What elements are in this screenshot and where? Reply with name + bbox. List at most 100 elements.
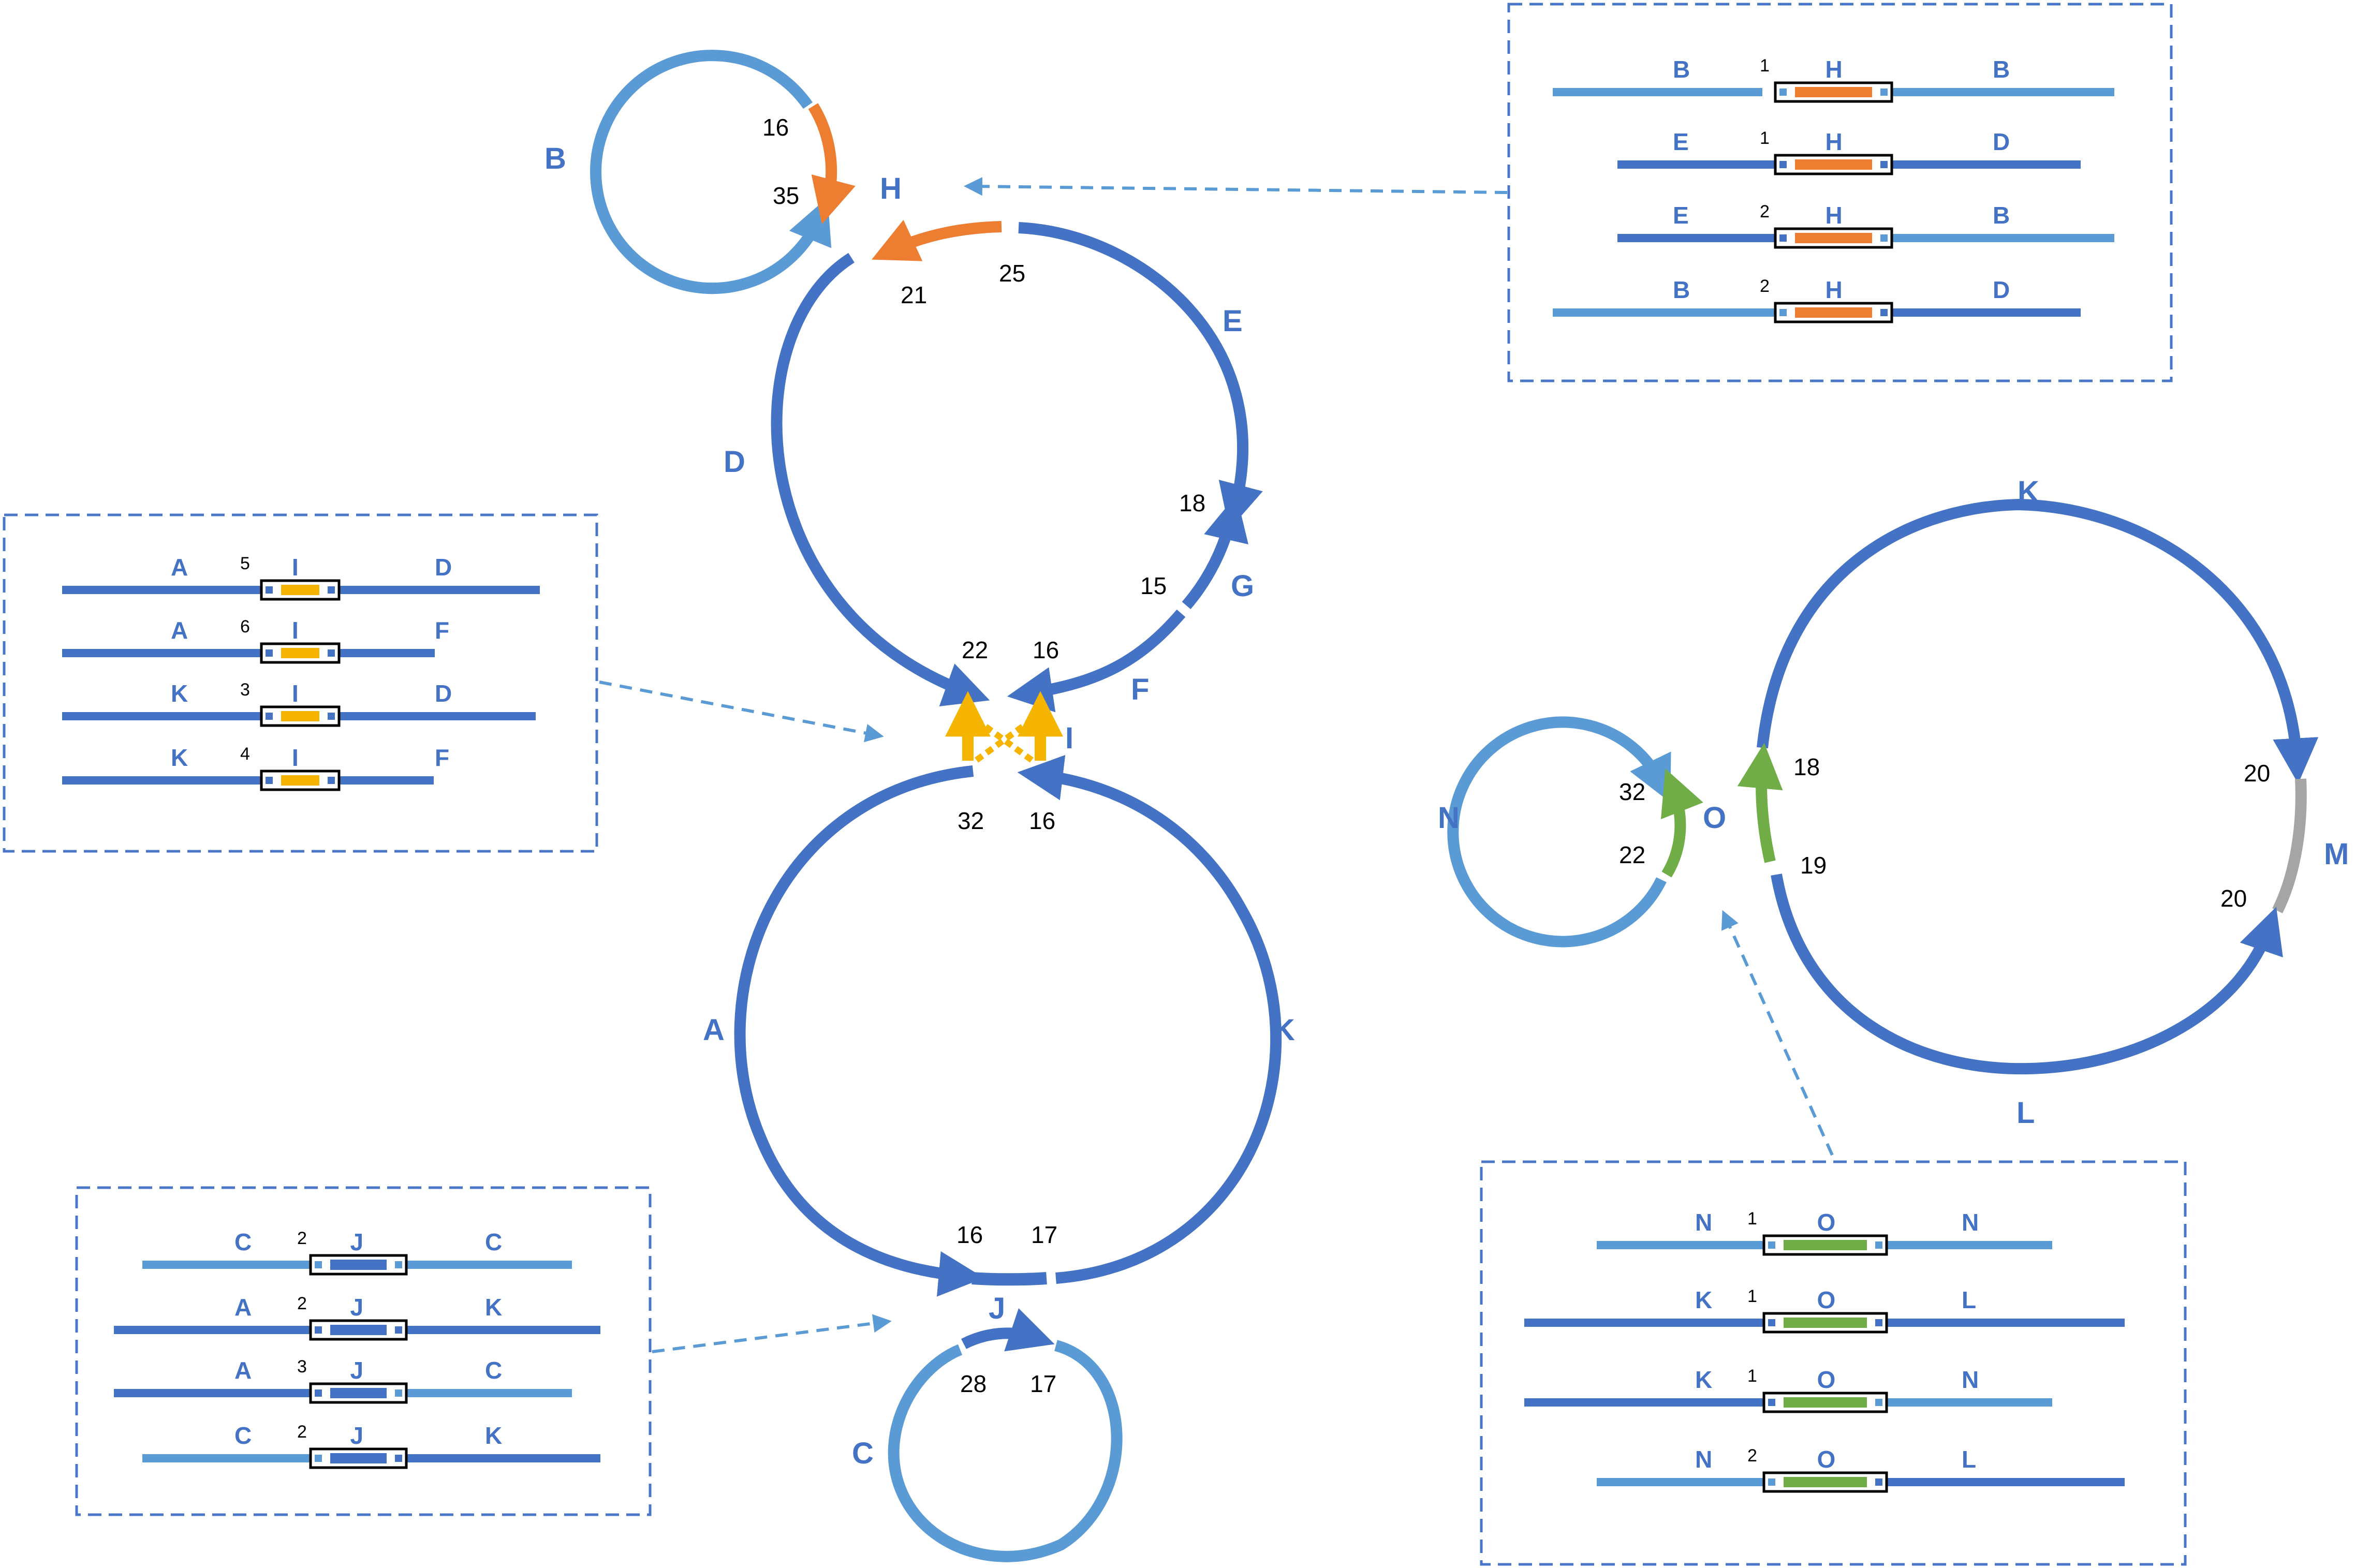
arc-o	[1737, 743, 1783, 863]
segment-left-label: A	[234, 1294, 252, 1321]
repeat-box	[1774, 154, 1893, 175]
cross-i-1	[974, 717, 1035, 763]
copy-number: 2	[1760, 276, 1770, 296]
inset-row: A J C 3	[114, 1357, 572, 1404]
repeat-label: H	[1826, 276, 1843, 303]
arc-m	[2272, 778, 2307, 913]
num-c17: 17	[1030, 1370, 1056, 1397]
copy-number: 1	[1760, 128, 1770, 148]
repeat-label: O	[1817, 1446, 1836, 1473]
arc-b	[590, 50, 832, 294]
label-f: F	[1131, 673, 1149, 706]
num-i22: 22	[962, 637, 988, 663]
segment-left-label: A	[171, 617, 188, 644]
segment-right-label: F	[435, 744, 449, 771]
inset-row: K I F 4	[62, 744, 449, 791]
segment-right-label: C	[485, 1357, 502, 1384]
segment-left-label: A	[234, 1357, 252, 1384]
segment-right-label: L	[1962, 1446, 1976, 1473]
label-a: A	[703, 1013, 725, 1047]
label-i: I	[1065, 721, 1073, 755]
inset-h-frame	[1507, 3, 2173, 382]
copy-number: 2	[297, 1294, 307, 1313]
label-b: B	[544, 142, 566, 175]
repeat-label: I	[292, 744, 299, 771]
copy-number: 5	[240, 554, 250, 573]
num-i16: 16	[1033, 637, 1059, 663]
copy-number: 3	[297, 1357, 307, 1377]
arc-h-in-b	[808, 103, 856, 225]
copy-number: 3	[240, 680, 250, 700]
circle-right	[1737, 498, 2319, 1075]
label-k-right: K	[2018, 475, 2039, 509]
repeat-label: J	[350, 1294, 364, 1321]
copy-number: 4	[240, 744, 250, 764]
label-n: N	[1438, 801, 1460, 835]
label-e: E	[1223, 304, 1243, 338]
copy-number: 6	[240, 617, 250, 637]
segment-left-label: K	[171, 744, 188, 771]
repeat-label: J	[350, 1357, 364, 1384]
segment-left-label: C	[234, 1229, 252, 1255]
num-m20a: 20	[2244, 760, 2270, 787]
segment-right-label: D	[1993, 128, 2010, 155]
segment-left-label: K	[1695, 1286, 1712, 1313]
segment-left-label: B	[1673, 56, 1690, 83]
circle-upper	[771, 219, 1263, 713]
inset-o-frame	[1480, 1160, 2187, 1566]
inset-row: K I D 3	[62, 680, 536, 727]
num-b35: 35	[773, 182, 799, 209]
segment-right-label: F	[435, 617, 449, 644]
num-j16: 16	[956, 1221, 983, 1248]
copy-number: 2	[297, 1229, 307, 1248]
arc-k	[1017, 755, 1282, 1284]
label-o: O	[1703, 801, 1726, 835]
segment-right-label: B	[1993, 202, 2010, 229]
arc-f	[1007, 609, 1186, 713]
cross-i-2	[974, 717, 1035, 763]
circle-lower	[734, 755, 1282, 1297]
arc-n	[1447, 716, 1671, 948]
num-e18: 18	[1179, 490, 1205, 516]
repeat-label: O	[1817, 1209, 1836, 1236]
pointer-i	[599, 681, 884, 743]
arc-k-right	[1757, 498, 2319, 784]
repeat-label: O	[1817, 1366, 1836, 1393]
segment-left-label: K	[171, 680, 188, 707]
num-j17: 17	[1031, 1221, 1057, 1248]
pointer-o	[1721, 910, 1834, 1156]
segment-left-label: N	[1695, 1446, 1712, 1473]
pointer-h	[964, 177, 1508, 196]
num-o18: 18	[1793, 753, 1820, 780]
num-n32: 32	[1619, 778, 1645, 805]
copy-number: 1	[1747, 1366, 1757, 1386]
label-l: L	[2017, 1096, 2035, 1130]
label-d: D	[724, 445, 745, 479]
arc-j-in-c	[961, 1308, 1055, 1352]
arc-c	[888, 1340, 1123, 1562]
label-c: C	[852, 1437, 874, 1470]
segment-left-label: B	[1673, 276, 1690, 303]
num-o19: 19	[1800, 852, 1827, 879]
segment-right-label: D	[435, 680, 452, 707]
repeat-label: I	[292, 680, 299, 707]
num-h25: 25	[999, 260, 1025, 287]
segment-left-label: C	[234, 1422, 252, 1449]
label-h: H	[880, 172, 902, 205]
inset-i-frame	[3, 513, 598, 853]
arc-e	[1018, 222, 1263, 530]
arc-j	[972, 1272, 1047, 1286]
segment-left-label: E	[1673, 202, 1689, 229]
num-g15: 15	[1140, 572, 1167, 599]
copy-number: 2	[1760, 202, 1770, 221]
repeat-label: H	[1826, 202, 1843, 229]
